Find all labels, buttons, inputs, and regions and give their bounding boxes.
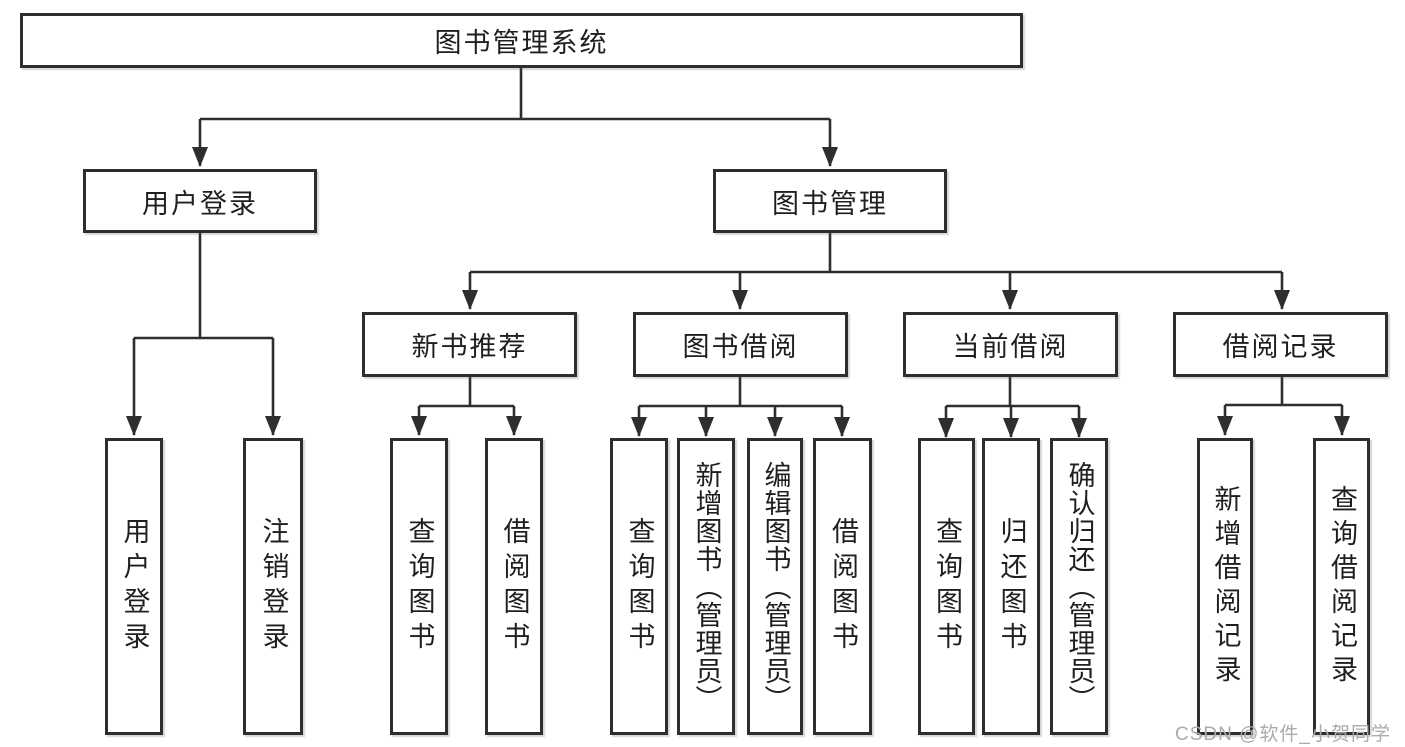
leaf-records-query-record-label: 查询借阅记录: [1327, 484, 1357, 689]
node-book-borrow-label: 图书借阅: [682, 332, 799, 362]
leaf-user-login-label: 用户登录: [119, 516, 150, 657]
node-book-management-label: 图书管理: [772, 188, 888, 219]
leaf-current-confirm-return-admin: 确认归还（管理员）: [1050, 438, 1108, 735]
leaf-current-return-books: 归还图书: [982, 438, 1040, 735]
leaf-borrow-edit-books-admin-label: 编辑图书（管理员）: [760, 460, 791, 713]
leaf-current-query-books-label: 查询图书: [932, 516, 962, 657]
node-current-borrow-label: 当前借阅: [952, 332, 1069, 362]
leaf-current-return-books-label: 归还图书: [996, 516, 1027, 657]
leaf-recommend-borrow-books: 借阅图书: [485, 438, 543, 735]
node-borrow-records-label: 借阅记录: [1222, 332, 1339, 362]
node-new-book-recommend-label: 新书推荐: [411, 332, 528, 362]
leaf-logout: 注销登录: [243, 438, 303, 735]
node-book-borrow: 图书借阅: [633, 312, 848, 377]
node-book-management: 图书管理: [713, 169, 947, 233]
leaf-user-login: 用户登录: [105, 438, 163, 735]
leaf-recommend-borrow-books-label: 借阅图书: [499, 516, 530, 657]
leaf-records-add-record-label: 新增借阅记录: [1210, 484, 1241, 689]
watermark: CSDN @软件_小贺同学: [1175, 724, 1391, 745]
node-borrow-records: 借阅记录: [1173, 312, 1388, 377]
leaf-records-query-record: 查询借阅记录: [1313, 438, 1370, 735]
node-user-login-label: 用户登录: [142, 188, 258, 219]
node-root-system-label: 图书管理系统: [434, 28, 609, 58]
leaf-borrow-query-books: 查询图书: [610, 438, 668, 735]
leaf-borrow-add-books-admin-label: 新增图书（管理员）: [691, 460, 722, 713]
leaf-current-confirm-return-admin-label: 确认归还（管理员）: [1064, 460, 1095, 713]
node-current-borrow: 当前借阅: [903, 312, 1118, 377]
leaf-current-query-books: 查询图书: [918, 438, 975, 735]
node-root-system: 图书管理系统: [20, 13, 1023, 68]
leaf-borrow-query-books-label: 查询图书: [624, 516, 655, 657]
leaf-recommend-query-books-label: 查询图书: [404, 516, 435, 657]
leaf-logout-label: 注销登录: [258, 516, 289, 657]
leaf-recommend-query-books: 查询图书: [390, 438, 448, 735]
node-user-login: 用户登录: [83, 169, 317, 233]
leaf-borrow-add-books-admin: 新增图书（管理员）: [677, 438, 735, 735]
leaf-borrow-borrow-books: 借阅图书: [813, 438, 872, 735]
leaf-records-add-record: 新增借阅记录: [1197, 438, 1253, 735]
node-new-book-recommend: 新书推荐: [362, 312, 577, 377]
leaf-borrow-borrow-books-label: 借阅图书: [828, 516, 858, 657]
leaf-borrow-edit-books-admin: 编辑图书（管理员）: [747, 438, 803, 735]
